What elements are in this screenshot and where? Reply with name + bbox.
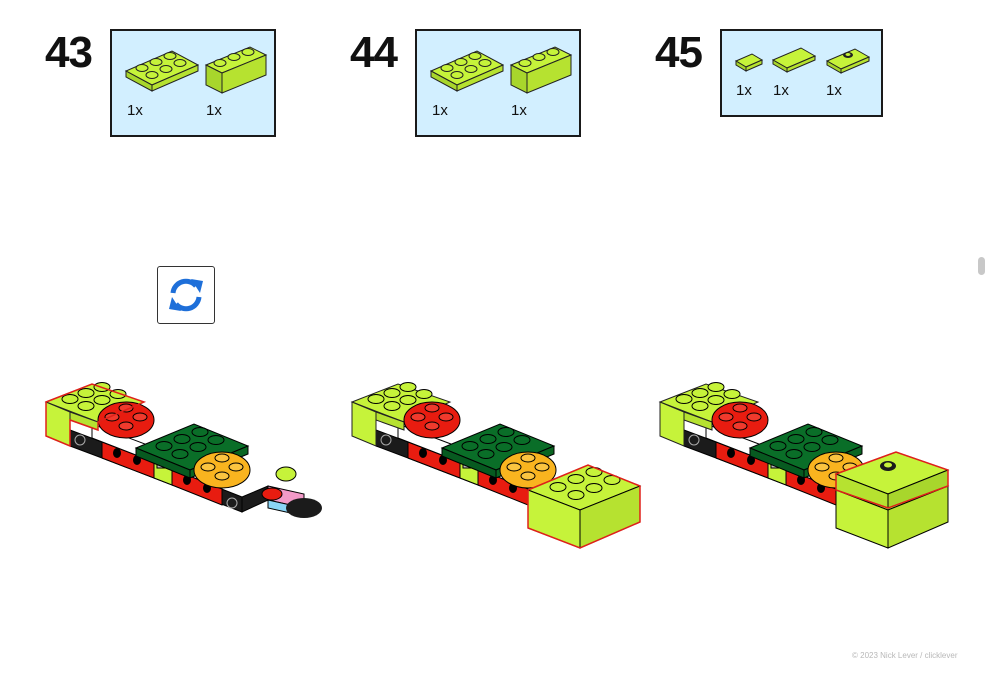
part-qty: 1x (127, 102, 143, 119)
rotate-arrows-icon (169, 278, 203, 312)
brick-1x3-icon (204, 46, 268, 94)
plate-1x2-jumper-icon (825, 48, 871, 74)
plate-2x3-icon (429, 50, 505, 92)
parts-box-step-45: 1x 1x 1x (720, 29, 883, 117)
part-qty: 1x (773, 82, 789, 99)
rotate-model-button[interactable] (157, 266, 215, 324)
part-qty: 1x (206, 102, 222, 119)
scrollbar-thumb[interactable] (978, 257, 985, 275)
part-qty: 1x (736, 82, 752, 99)
copyright-footer: © 2023 Nick Lever / clicklever (852, 651, 958, 660)
part-qty: 1x (826, 82, 842, 99)
model-step-45 (659, 382, 950, 549)
tile-1x1-icon (734, 53, 764, 72)
plate-2x3-icon (124, 50, 200, 92)
model-step-43 (45, 382, 322, 518)
step-number-45: 45 (655, 28, 703, 77)
tile-1x2-icon (771, 47, 817, 73)
part-qty: 1x (511, 102, 527, 119)
part-qty: 1x (432, 102, 448, 119)
brick-1x3-icon (509, 46, 573, 94)
step-number-44: 44 (350, 28, 398, 77)
model-step-44 (351, 382, 642, 549)
parts-box-step-44: 1x 1x (415, 29, 581, 137)
parts-box-step-43: 1x 1x (110, 29, 276, 137)
step-number-43: 43 (45, 28, 93, 77)
